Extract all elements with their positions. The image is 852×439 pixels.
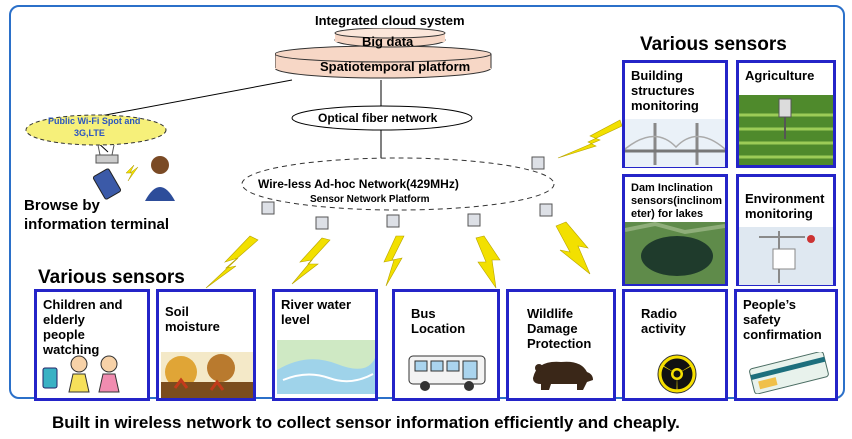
terminal-label-line2: information terminal bbox=[24, 216, 170, 233]
wifi-label-line1: Public Wi-Fi Spot and bbox=[48, 116, 141, 126]
sensor-label: Dam Inclination sensors(inclinom eter) f… bbox=[631, 182, 723, 220]
weather-station-icon bbox=[739, 227, 833, 285]
smartphone-icon bbox=[92, 168, 122, 200]
wifi-ellipse bbox=[25, 114, 167, 146]
sensor-box-children: Children and elderly people watching bbox=[34, 289, 150, 401]
sensor-node-icon bbox=[386, 214, 400, 228]
cloud-cylinder bbox=[275, 28, 492, 79]
adhoc-network-subtitle: Sensor Network Platform bbox=[310, 194, 430, 205]
sensor-box-wildlife: Wildlife Damage Protection bbox=[506, 289, 616, 401]
sensor-label: Radio activity bbox=[641, 306, 686, 336]
right-sensors-heading: Various sensors bbox=[640, 34, 787, 55]
terminal-graphics bbox=[92, 144, 175, 201]
dam-icon bbox=[625, 222, 725, 284]
children-icon bbox=[42, 355, 120, 393]
sensor-label: Soil moisture bbox=[165, 304, 220, 334]
footer-caption: Built in wireless network to collect sen… bbox=[52, 413, 680, 432]
river-icon bbox=[277, 340, 375, 394]
wifi-label-line2: 3G,LTE bbox=[74, 128, 105, 138]
bear-icon bbox=[533, 361, 593, 390]
lightning-bolt-icon bbox=[475, 235, 501, 289]
optical-network-ellipse bbox=[291, 105, 473, 131]
sensor-box-safety: People’s safety confirmation bbox=[734, 289, 838, 401]
person-icon bbox=[145, 156, 175, 201]
bridge-icon bbox=[625, 119, 725, 167]
platform-label: Spatiotemporal platform bbox=[320, 59, 471, 74]
field-icon bbox=[739, 95, 833, 165]
sensor-box-agriculture: Agriculture bbox=[736, 60, 836, 168]
sensor-label: Agriculture bbox=[745, 68, 815, 83]
soil-icon bbox=[161, 352, 253, 398]
sensor-label: River water level bbox=[281, 297, 352, 327]
cloud-title: Integrated cloud system bbox=[315, 13, 465, 28]
sensor-box-bus: Bus Location bbox=[392, 289, 500, 401]
sensor-box-radio: Radio activity bbox=[622, 289, 728, 401]
sensor-node-icon bbox=[315, 216, 329, 230]
optical-network-label: Optical fiber network bbox=[318, 111, 438, 125]
sensor-box-building: Building structures monitoring bbox=[622, 60, 728, 168]
card-icon bbox=[749, 352, 829, 394]
big-data-label: Big data bbox=[362, 34, 414, 49]
sensor-box-dam: Dam Inclination sensors(inclinom eter) f… bbox=[622, 174, 728, 286]
radiation-icon bbox=[657, 354, 697, 394]
lightning-bolt-icon bbox=[205, 235, 259, 289]
lightning-bolt-icon bbox=[555, 221, 591, 275]
sensor-label: Environment monitoring bbox=[745, 191, 825, 221]
sensor-box-environment: Environment monitoring bbox=[736, 174, 836, 286]
sensor-label: Bus Location bbox=[411, 306, 466, 336]
sensor-label: Wildlife Damage Protection bbox=[527, 306, 592, 351]
left-sensors-heading: Various sensors bbox=[38, 267, 185, 288]
sensor-label: People’s safety confirmation bbox=[743, 297, 822, 342]
sensor-node-icon bbox=[261, 201, 275, 215]
adhoc-network-title: Wire-less Ad-hoc Network(429MHz) bbox=[258, 177, 459, 191]
sensor-node-icon bbox=[531, 156, 545, 170]
sensor-box-soil: Soil moisture bbox=[156, 289, 256, 401]
router-icon bbox=[95, 144, 119, 164]
adhoc-network-ellipse bbox=[241, 157, 555, 211]
sensor-label: Building structures monitoring bbox=[631, 68, 699, 113]
sensor-node-icon bbox=[539, 203, 553, 217]
lightning-bolt-icon bbox=[383, 235, 405, 287]
sensor-node-icon bbox=[467, 213, 481, 227]
lightning-bolt-icon bbox=[557, 119, 623, 159]
lightning-bolt-icon bbox=[291, 237, 331, 285]
bus-icon bbox=[408, 355, 486, 391]
terminal-label-line1: Browse by bbox=[24, 197, 100, 214]
sensor-box-river: River water level bbox=[272, 289, 378, 401]
sensor-label: Children and elderly people watching bbox=[43, 297, 123, 357]
